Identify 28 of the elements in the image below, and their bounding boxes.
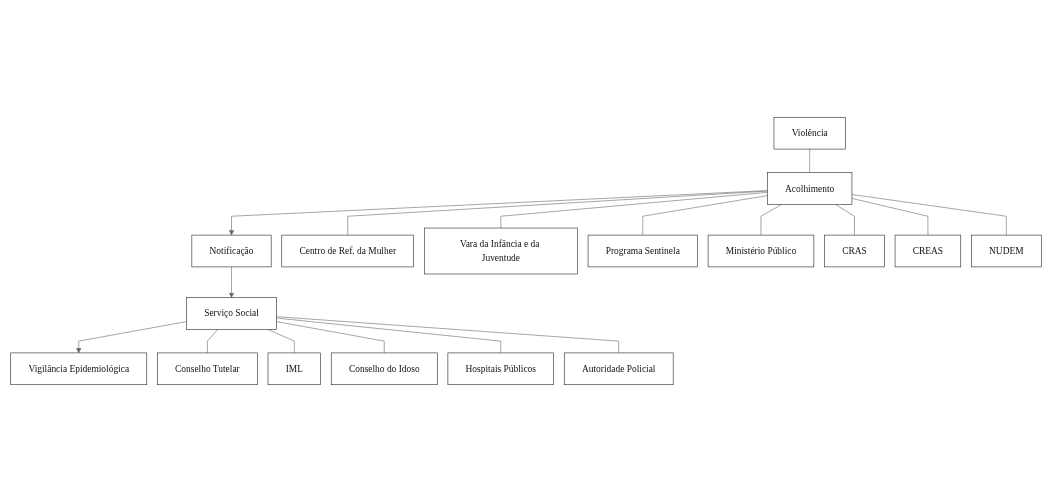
connector: [276, 317, 502, 353]
connector: [207, 328, 218, 353]
connector: [276, 315, 619, 353]
connector: [267, 328, 295, 353]
node-box: Centro de Ref. da Mulher: [281, 234, 414, 267]
node-box: Autoridade Policial: [563, 352, 674, 385]
node-box: IML: [267, 352, 321, 385]
node-box: Ministério Público: [707, 234, 815, 267]
connector: [347, 190, 768, 235]
connector: [276, 320, 385, 353]
node-box: Conselho Tutelar: [157, 352, 258, 385]
node-box: Serviço Social: [186, 296, 277, 330]
node-box: Vara da Infância e da Juventude: [424, 227, 578, 274]
node-box: Hospitais Públicos: [447, 352, 554, 385]
node-box: Conselho do Idoso: [330, 352, 438, 385]
connector: [851, 193, 1007, 235]
node-box: CRAS: [824, 234, 885, 267]
node-box: Acolhimento: [767, 171, 853, 205]
connector: [809, 148, 810, 173]
node-box: Vigilância Epidemiológica: [10, 352, 148, 385]
connector: [500, 191, 768, 228]
node-box: CREAS: [894, 234, 962, 267]
node-box: Violência: [773, 116, 846, 149]
node-box: Programa Sentinela: [587, 234, 698, 267]
connector: [851, 197, 929, 235]
node-box: Notificação: [191, 234, 272, 267]
connector: [642, 194, 768, 235]
node-box: NUDEM: [971, 234, 1042, 267]
